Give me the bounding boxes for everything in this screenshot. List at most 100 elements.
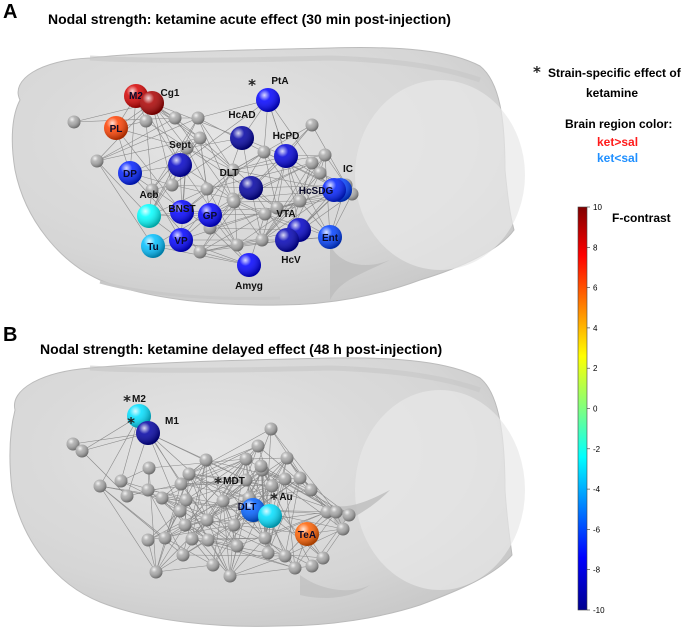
colorbar-gradient: [577, 206, 588, 611]
node-unlabeled: [120, 489, 134, 503]
node-hcsdg: [322, 178, 346, 202]
network-edge: [191, 479, 247, 540]
network-edge: [147, 432, 224, 502]
node-unlabeled-shading: [270, 201, 284, 215]
panel-a: A Nodal strength: ketamine acute effect …: [3, 1, 525, 306]
network-edge: [152, 244, 238, 247]
node-unlabeled: [200, 182, 214, 196]
node-unlabeled: [180, 141, 194, 155]
network-edge: [263, 151, 278, 209]
colorbar-tick-label: -8: [593, 566, 601, 575]
strain-specific-star: *: [270, 490, 278, 508]
network-edge: [222, 458, 247, 502]
node-unlabeled: [258, 531, 272, 545]
network-edge: [267, 477, 301, 554]
node-unlabeled: [141, 533, 155, 547]
node-pl-shading: [104, 116, 128, 140]
colorbar-tick-label: -4: [593, 485, 601, 494]
network-edge: [207, 537, 266, 541]
colorbar-tick-label: -10: [593, 606, 605, 615]
colorbar-tick-label: -2: [593, 445, 601, 454]
legend-decrease-label: ket<sal: [597, 151, 638, 165]
node-tea: [295, 522, 319, 546]
network-edge: [188, 445, 259, 475]
node-unlabeled-shading: [239, 473, 253, 487]
node-hcsdg-shading: [322, 178, 346, 202]
node-unlabeled: [66, 437, 80, 451]
network-edge: [147, 432, 181, 512]
node-unlabeled: [182, 467, 196, 481]
node-unlabeled-shading: [142, 461, 156, 475]
node-unlabeled-shading: [227, 195, 241, 209]
node-unlabeled: [318, 148, 332, 162]
network-edge: [264, 511, 328, 539]
network-edge: [161, 458, 247, 499]
panel-b-letter: B: [3, 324, 17, 346]
node-m1-shading: [136, 421, 160, 445]
node-unlabeled: [206, 558, 220, 572]
network-edge: [248, 489, 312, 499]
node-unlabeled-shading: [304, 483, 318, 497]
network-edge: [206, 458, 247, 521]
node-unlabeled-shading: [318, 148, 332, 162]
colorbar-tick-label: 8: [593, 243, 598, 252]
node-unlabeled: [239, 473, 253, 487]
node-bnst-shading: [170, 200, 194, 224]
node-acb: [137, 204, 161, 228]
node-cg1: [140, 91, 164, 115]
node-vp: [169, 228, 193, 252]
node-unlabeled-shading: [200, 513, 214, 527]
network-edge: [99, 415, 140, 487]
panel-a-brain: [11, 47, 525, 306]
network-edge: [197, 99, 269, 119]
node-label-pl: PL: [110, 124, 123, 135]
network-edge: [199, 213, 266, 253]
node-unlabeled: [251, 439, 265, 453]
node-unlabeled: [193, 245, 207, 259]
network-edge: [236, 511, 328, 547]
node-unlabeled-shading: [226, 163, 240, 177]
node-unlabeled: [239, 452, 253, 466]
node-unlabeled-shading: [258, 207, 272, 221]
node-unlabeled: [165, 178, 179, 192]
node-unlabeled: [255, 233, 269, 247]
node-unlabeled: [288, 561, 302, 575]
node-unlabeled: [264, 422, 278, 436]
node-unlabeled-shading: [185, 532, 199, 546]
node-unlabeled-shading: [174, 477, 188, 491]
network-edge: [155, 524, 186, 573]
network-edge: [188, 473, 247, 481]
node-label-m1: M1: [165, 416, 179, 427]
node-label-vta: VTA: [276, 209, 295, 220]
colorbar-title: F-contrast: [612, 211, 671, 225]
node-unlabeled: [216, 494, 230, 508]
node-unlabeled-shading: [239, 452, 253, 466]
node-label-bnst: BNST: [168, 204, 195, 215]
node-unlabeled-shading: [278, 549, 292, 563]
network-edge: [197, 117, 234, 171]
node-unlabeled: [142, 461, 156, 475]
network-edge: [199, 198, 234, 253]
node-label-au: Au: [279, 492, 292, 503]
network-edge: [232, 169, 335, 191]
network-edge: [180, 239, 250, 266]
node-unlabeled: [201, 533, 215, 547]
node-acb-shading: [137, 204, 161, 228]
legend-star-note-line1: Strain-specific effect of: [548, 66, 682, 80]
node-unlabeled-shading: [158, 531, 172, 545]
node-label-acb: Acb: [140, 190, 159, 201]
node-unlabeled: [293, 194, 307, 208]
network-edge: [155, 473, 190, 573]
node-tea-shading: [295, 522, 319, 546]
node-unlabeled: [305, 156, 319, 170]
node-dp: [118, 161, 142, 185]
node-unlabeled: [280, 451, 294, 465]
network-edge: [207, 539, 231, 577]
node-unlabeled-shading: [216, 494, 230, 508]
network-edge: [267, 552, 324, 559]
node-cg1-shading: [140, 91, 164, 115]
node-unlabeled: [179, 493, 193, 507]
network-edge: [145, 120, 153, 191]
node-unlabeled-shading: [114, 474, 128, 488]
